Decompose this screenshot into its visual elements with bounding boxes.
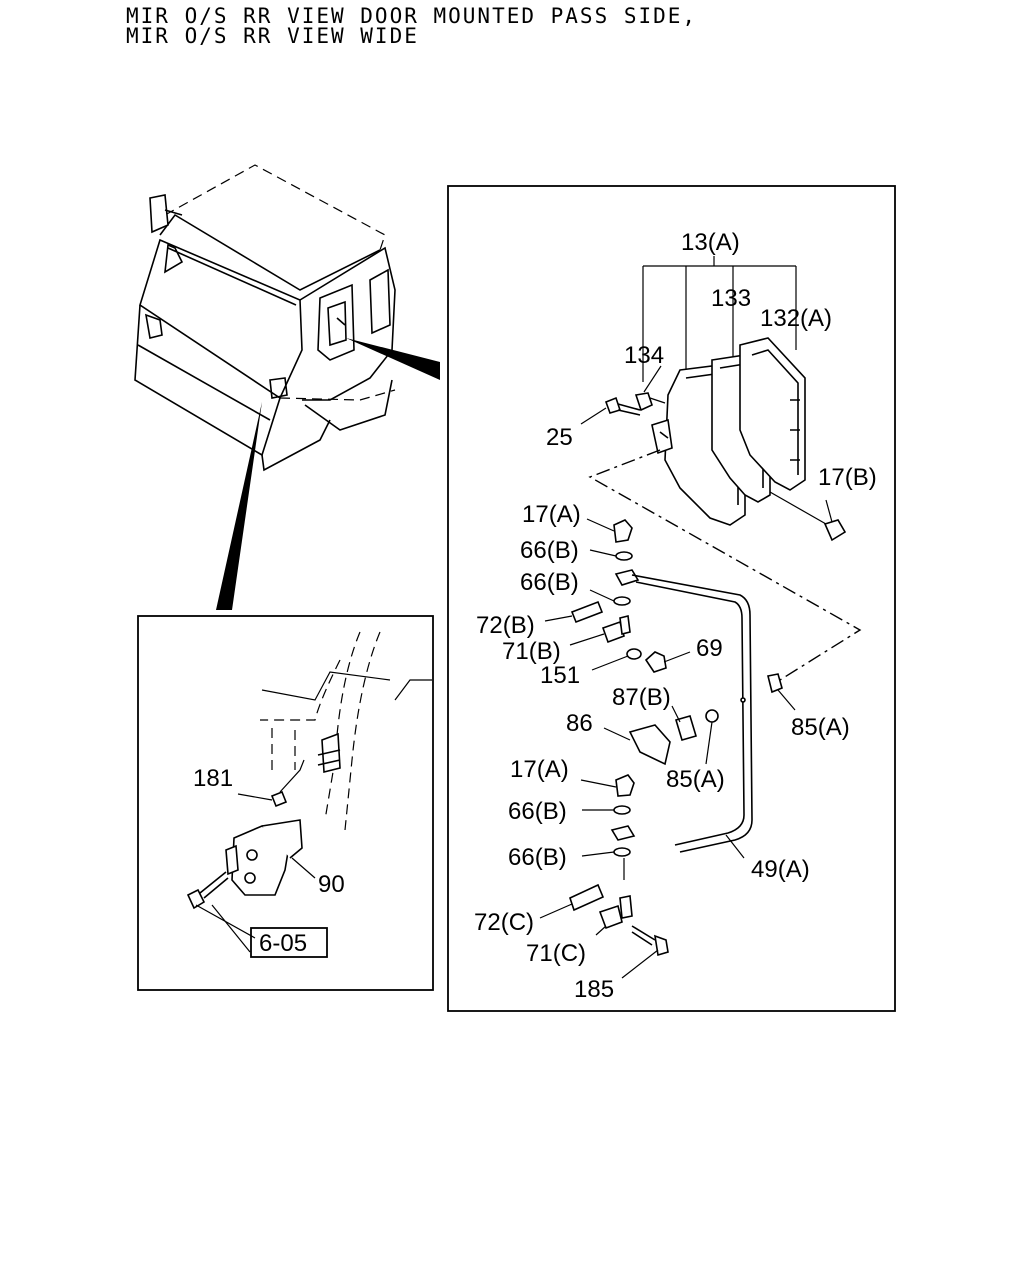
callout-71c: 71(C) (526, 940, 586, 967)
title-block: MIR O/S RR VIEW DOOR MOUNTED PASS SIDE, … (126, 4, 698, 48)
callout-49a: 49(A) (751, 856, 810, 883)
mirror-detail-frame (447, 185, 896, 1012)
bracket-assembly (186, 631, 432, 958)
callout-90: 90 (318, 871, 345, 898)
callout-133: 133 (711, 285, 751, 312)
callout-17a-upper: 17(A) (522, 501, 581, 528)
callout-132a: 132(A) (760, 305, 832, 332)
callout-151: 151 (540, 662, 580, 689)
callout-66b-4: 66(B) (508, 844, 567, 871)
callout-134: 134 (624, 342, 664, 369)
callout-87b: 87(B) (612, 684, 671, 711)
callout-66b-2: 66(B) (520, 569, 579, 596)
callout-13a: 13(A) (681, 229, 740, 256)
callout-71b: 71(B) (502, 638, 561, 665)
callout-72c: 72(C) (474, 909, 534, 936)
callout-labels: 13(A) 133 132(A) 134 25 17(B) 17(A) 66(B… (193, 229, 877, 1003)
callout-ref-6-05: 6-05 (259, 930, 307, 957)
callout-17a-lower: 17(A) (510, 756, 569, 783)
callout-66b-1: 66(B) (520, 537, 579, 564)
callout-66b-3: 66(B) (508, 798, 567, 825)
callout-85a-right: 85(A) (791, 714, 850, 741)
ref-6-05-box (250, 927, 328, 958)
callout-17b: 17(B) (818, 464, 877, 491)
callout-185: 185 (574, 976, 614, 1003)
truck-cab-overview (134, 164, 440, 610)
callout-85a-middle: 85(A) (666, 766, 725, 793)
callout-72b: 72(B) (476, 612, 535, 639)
callout-69: 69 (696, 635, 723, 662)
title-line-1: MIR O/S RR VIEW DOOR MOUNTED PASS SIDE, (126, 4, 698, 28)
mirror-assembly (539, 256, 862, 979)
title-line-2: MIR O/S RR VIEW WIDE (126, 24, 419, 48)
bracket-detail-frame (137, 615, 434, 991)
callout-25: 25 (546, 424, 573, 451)
callout-181: 181 (193, 765, 233, 792)
callout-86: 86 (566, 710, 593, 737)
